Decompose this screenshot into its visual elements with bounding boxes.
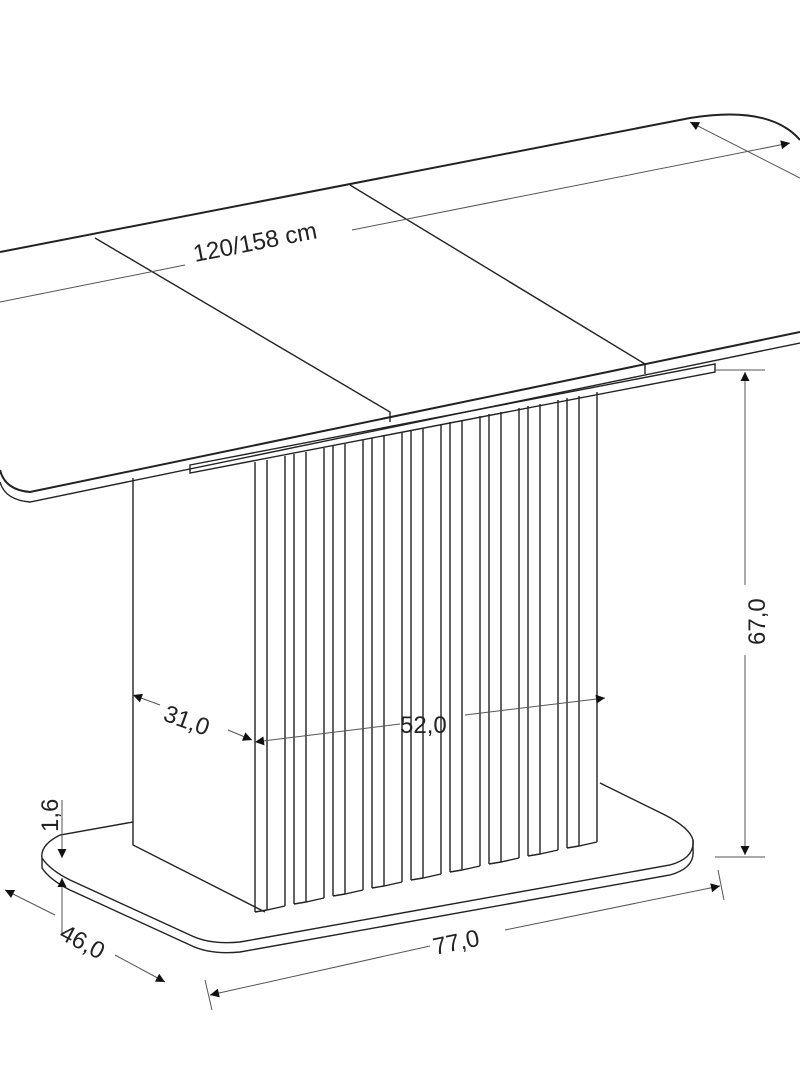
pedestal-slat	[293, 448, 325, 905]
height-label: 67,0	[744, 598, 771, 645]
pedestal	[132, 392, 598, 913]
length-label: 120/158 cm	[191, 217, 319, 267]
pedestal-slat	[332, 440, 364, 897]
pedestal-slat	[566, 392, 598, 849]
base-width-label: 77,0	[431, 925, 482, 961]
pedestal-slat	[371, 432, 403, 889]
base-plate	[41, 782, 694, 954]
table-top	[0, 113, 800, 503]
pedestal-width-label: 52,0	[400, 712, 447, 739]
pedestal-slat	[254, 456, 286, 913]
pedestal-depth-label: 31,0	[160, 700, 213, 741]
base-thickness-label: 1,6	[37, 799, 64, 832]
dimension-lines	[0, 121, 800, 1011]
pedestal-slat	[527, 400, 559, 857]
base-depth-label: 46,0	[55, 919, 109, 965]
pedestal-slat	[488, 408, 520, 865]
pedestal-slat	[449, 416, 481, 873]
pedestal-slat	[410, 424, 442, 881]
